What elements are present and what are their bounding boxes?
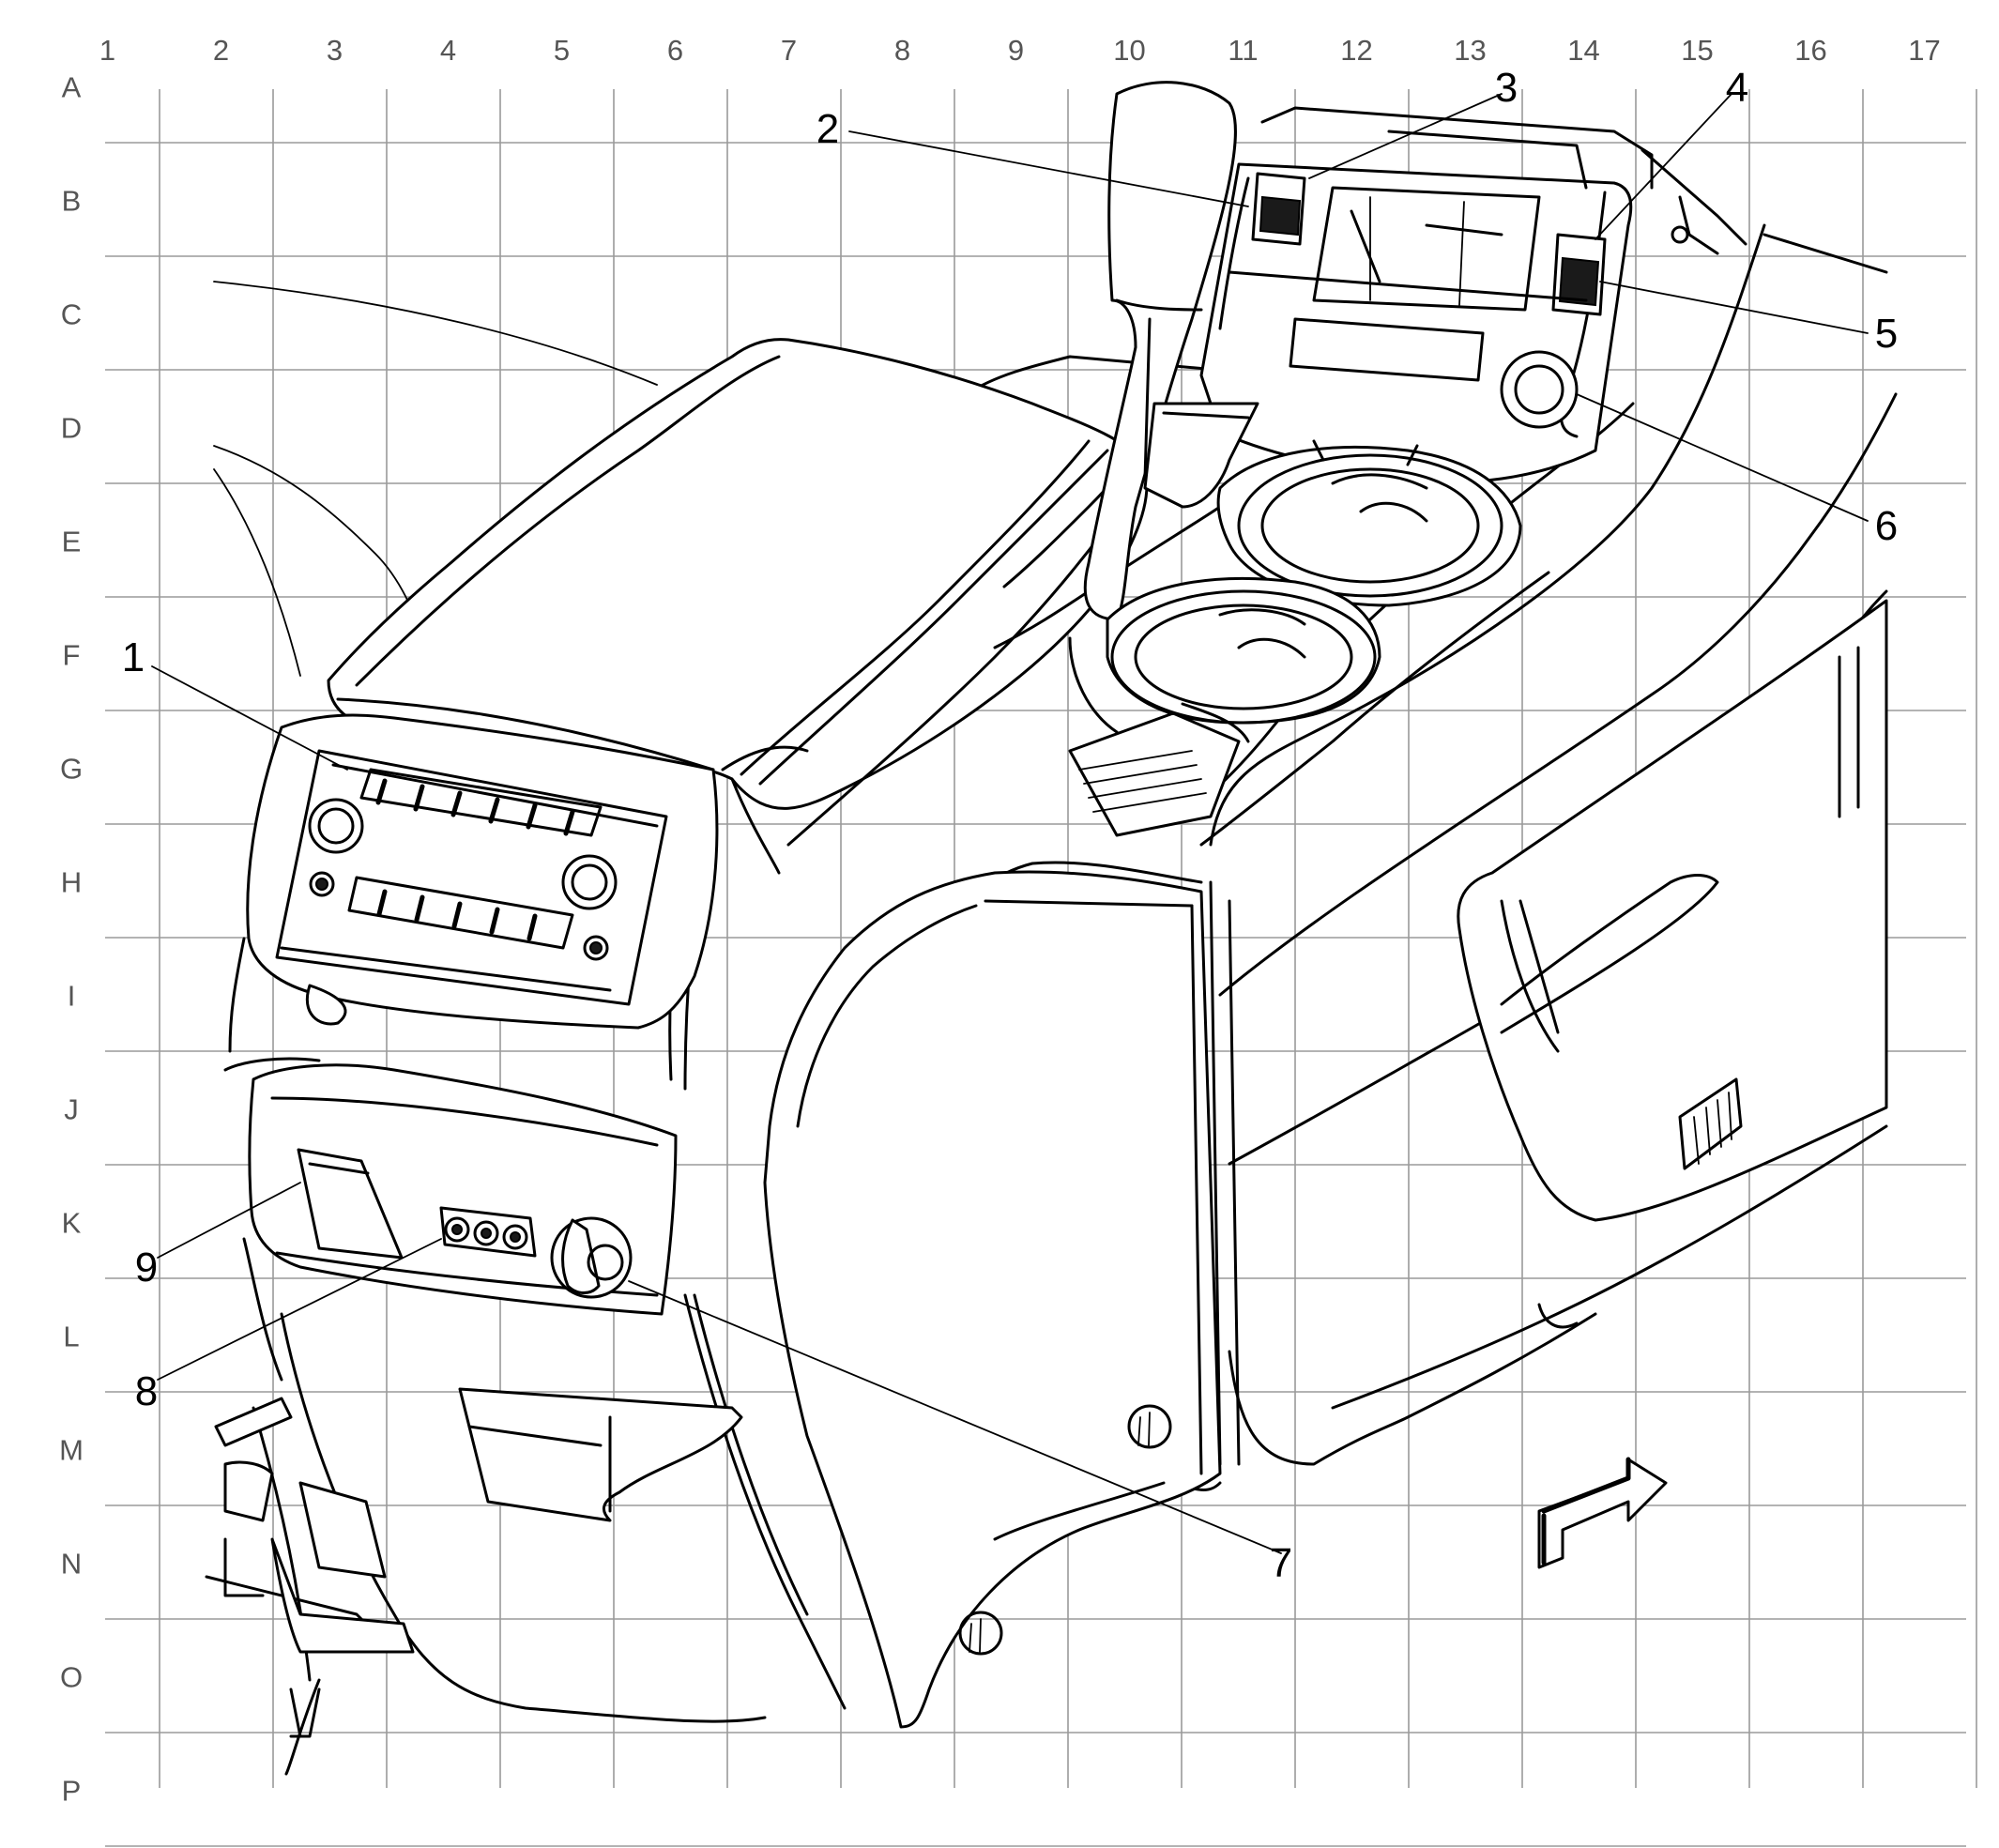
grid-row-label: I [68,980,76,1013]
grid-column-label: 17 [1908,34,1940,67]
grid-row-label: L [63,1321,79,1353]
grid-column-label: 11 [1228,34,1258,67]
callout-labels: 1 2 3 4 5 6 7 8 9 [122,65,1898,1586]
grid-row-label: D [61,412,82,445]
grid-column-label: 3 [327,34,343,67]
grid-column-label: 15 [1681,34,1713,67]
grid-column-label: 6 [667,34,683,67]
grid-column-label: 13 [1454,34,1486,67]
callout-6: 6 [1875,503,1898,549]
grid-row-label: N [61,1548,82,1581]
grid-row-label: B [62,185,82,218]
callout-8: 8 [135,1368,158,1414]
grid-row-label: A [62,71,82,104]
grid-row-label: K [62,1207,82,1240]
grid-row-labels: A B C D E F G H I J K L M N O P [59,71,84,1808]
grid-column-label: 4 [440,34,456,67]
grid-column-label: 8 [894,34,910,67]
grid-row-label: O [60,1661,83,1694]
callout-leader-lines [151,93,1869,1554]
grid-column-label: 2 [213,34,229,67]
grid-row-label: H [61,866,82,899]
grid-column-label: 9 [1008,34,1024,67]
callout-1: 1 [122,634,145,680]
center-console-illustration [205,81,1898,1776]
callout-2: 2 [816,106,839,152]
grid-row-label: E [62,526,82,558]
callout-5: 5 [1875,311,1898,357]
callout-4: 4 [1726,65,1748,111]
grid-row-label: J [64,1093,79,1126]
grid-row-label: C [61,298,82,331]
grid-row-label: G [60,753,83,786]
grid-column-label: 14 [1567,34,1599,67]
callout-7: 7 [1270,1540,1292,1586]
grid-column-label: 7 [781,34,797,67]
grid-row-label: P [62,1775,82,1808]
grid-row-label: F [63,639,81,672]
grid-row-label: M [59,1434,84,1467]
grid-column-label: 12 [1340,34,1372,67]
grid-column-label: 5 [554,34,570,67]
callout-3: 3 [1495,65,1518,111]
grid-column-label: 10 [1113,34,1145,67]
callout-9: 9 [135,1245,158,1291]
grid-column-label: 16 [1794,34,1826,67]
grid-column-label: 1 [99,34,115,67]
